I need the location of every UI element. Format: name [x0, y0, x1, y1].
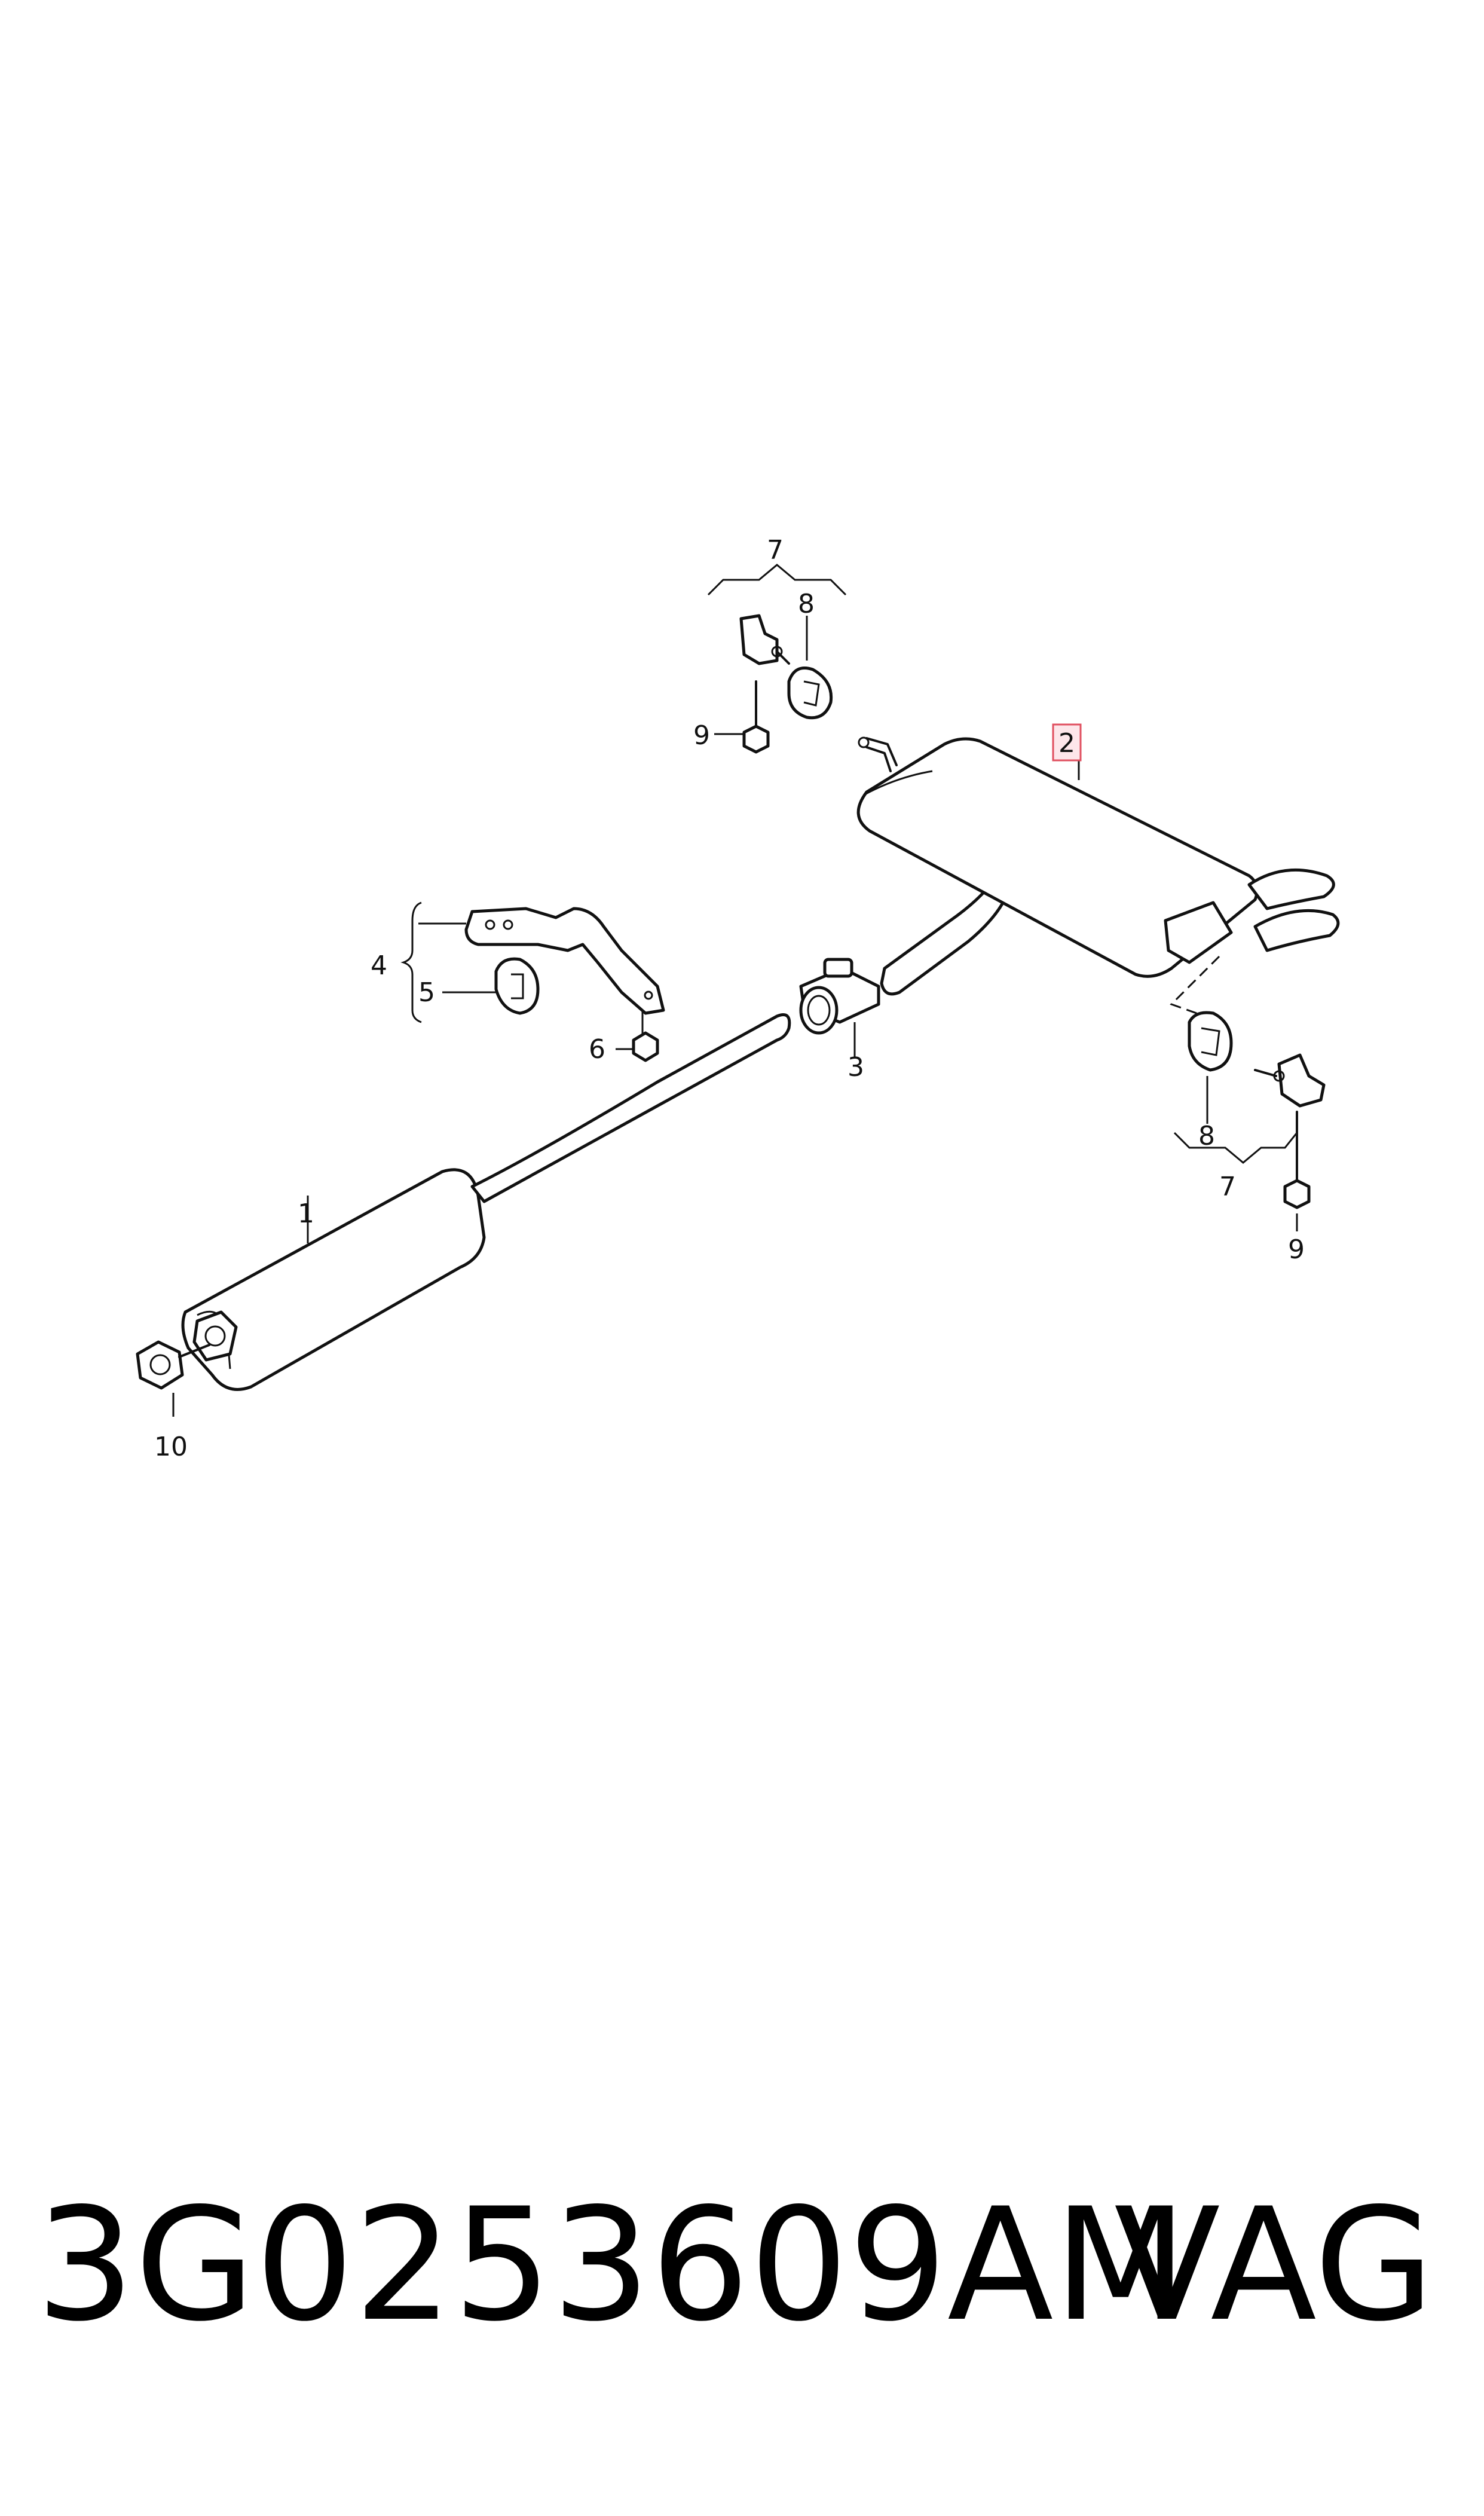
mount-group-part-7-upper — [707, 564, 847, 754]
part-number: 3G0253609AM — [36, 2175, 1188, 2356]
callout-10: 10 — [154, 1432, 188, 1462]
rear-muffler-part-2 — [856, 736, 1340, 1020]
footer: 3G0253609AM VAG — [36, 2176, 1458, 2355]
callout-7-lower: 7 — [1219, 1172, 1236, 1202]
rubber-hanger-part-5 — [442, 957, 540, 1015]
callout-9-lower: 9 — [1288, 1234, 1305, 1265]
callout-1: 1 — [298, 1199, 314, 1229]
callout-9-upper: 9 — [693, 720, 710, 751]
nut-part-6 — [616, 1010, 659, 1062]
callout-5: 5 — [418, 977, 435, 1008]
callout-2-highlight — [1052, 723, 1082, 762]
callout-8-lower: 8 — [1198, 1121, 1215, 1151]
callout-2: 2 — [1058, 728, 1075, 759]
front-muffler-part-1 — [178, 1013, 791, 1391]
callout-6: 6 — [589, 1034, 605, 1065]
connector-pipe — [880, 877, 1012, 996]
gasket-part-10 — [136, 1340, 184, 1417]
callout-8-upper: 8 — [798, 589, 815, 619]
bracket-part-4 — [400, 901, 665, 1023]
brand-label: VAG — [1114, 2175, 1434, 2356]
callout-7-upper: 7 — [767, 535, 784, 565]
mount-group-part-7-lower — [1173, 1011, 1326, 1231]
callout-4: 4 — [371, 950, 387, 981]
clamp-part-3 — [799, 958, 880, 1058]
callout-3: 3 — [847, 1052, 864, 1083]
